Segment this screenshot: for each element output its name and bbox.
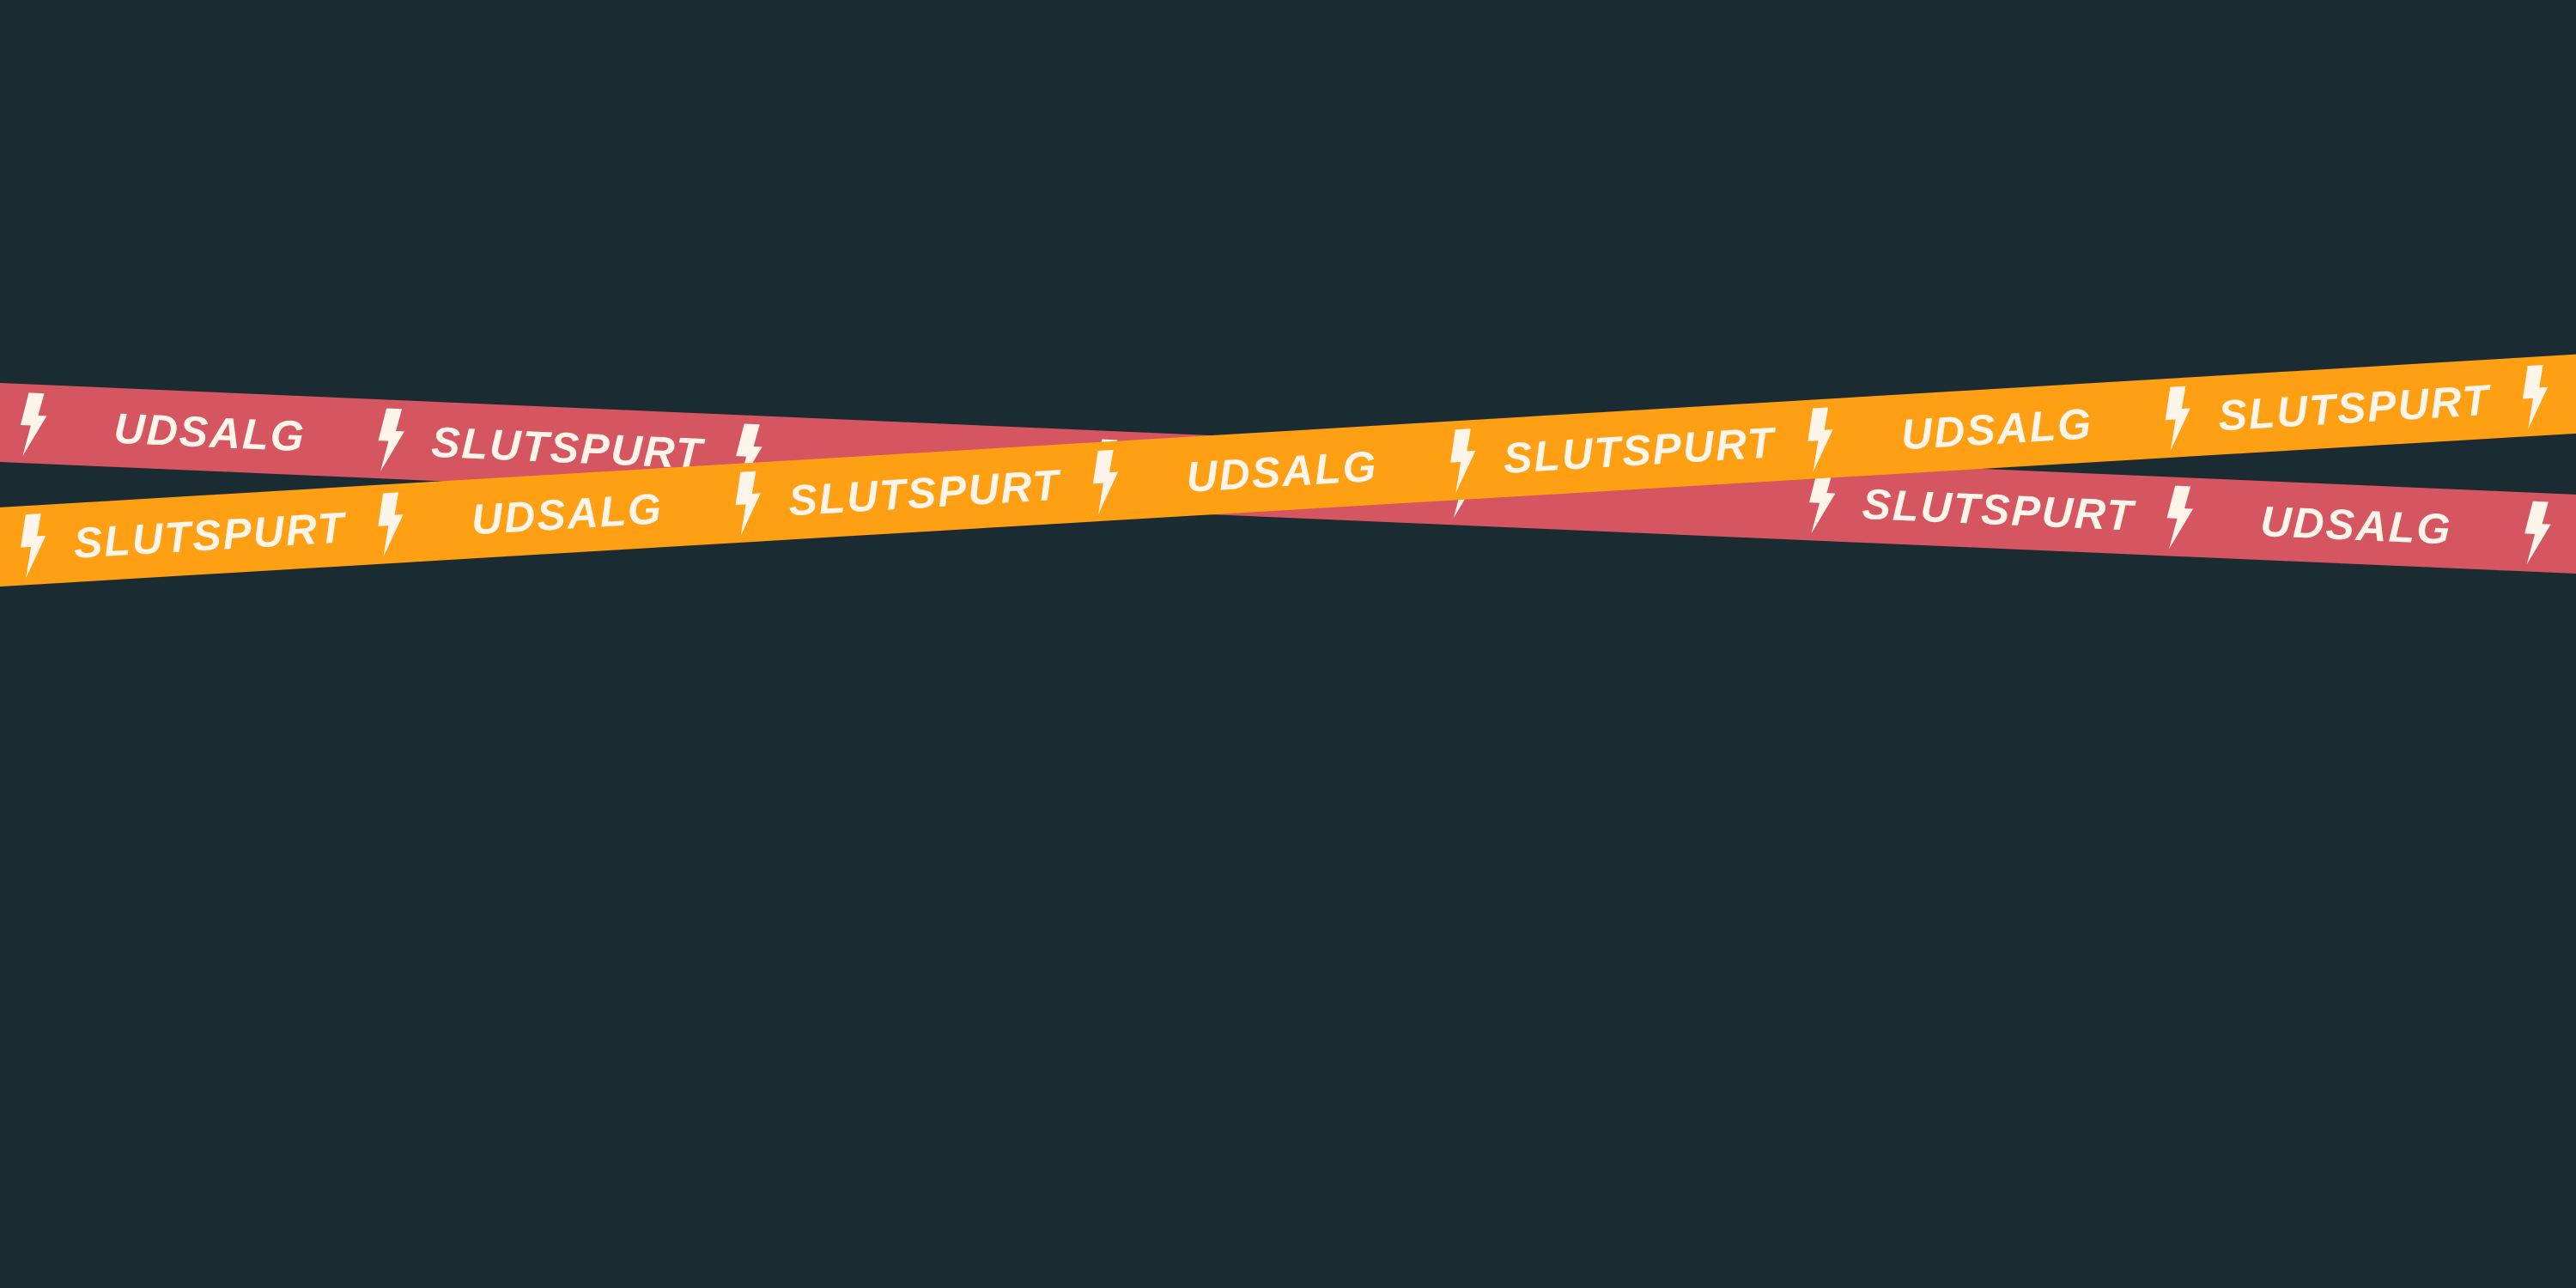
lightning-bolt-icon [1450, 428, 1476, 494]
udsalg-label: UDSALG [113, 404, 307, 461]
udsalg-label: UDSALG [2259, 497, 2452, 554]
udsalg-label: UDSALG [1899, 399, 2093, 459]
lightning-bolt-icon [2524, 501, 2551, 565]
slutspurt-label: SLUTSPURT [1862, 480, 2138, 540]
lightning-bolt-icon [1808, 470, 1836, 534]
lightning-bolt-icon [1092, 449, 1119, 515]
slutspurt-label: SLUTSPURT [430, 418, 707, 478]
lightning-bolt-icon [378, 408, 404, 472]
udsalg-label: UDSALG [1185, 442, 1379, 501]
lightning-bolt-icon [2522, 364, 2549, 430]
orange-tape-band [0, 344, 2576, 592]
lightning-bolt-icon [378, 492, 404, 557]
lightning-bolt-icon [21, 513, 46, 579]
lightning-bolt-icon [735, 471, 761, 536]
lightning-bolt-icon [2165, 386, 2190, 451]
udsalg-label: UDSALG [470, 484, 664, 544]
lightning-bolt-icon [20, 392, 47, 457]
lightning-bolt-icon [2166, 485, 2194, 550]
lightning-bolt-icon [1807, 407, 1833, 472]
